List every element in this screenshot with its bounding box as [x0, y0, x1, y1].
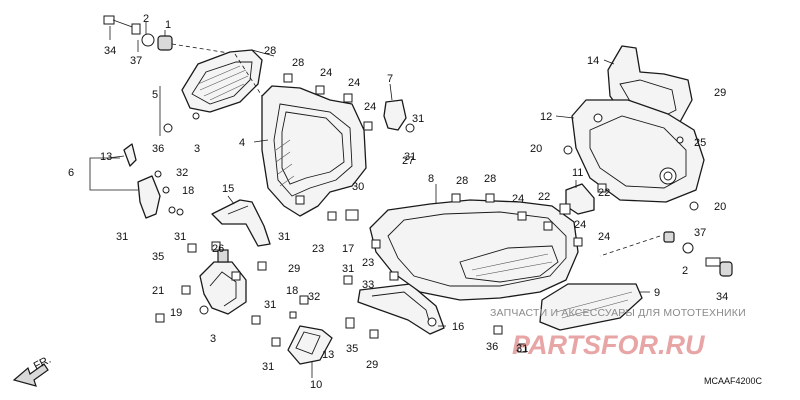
- callout-label: 22: [538, 191, 550, 203]
- callout-label: 3: [194, 143, 200, 155]
- callout-label: 31: [264, 299, 276, 311]
- bracket-10: [287, 325, 333, 365]
- callout-label: 6: [68, 167, 74, 179]
- callout-numbers: 34 2 1 37 28 28 24 24 7 14 29 5 24 31 3 …: [68, 13, 728, 391]
- callout-label: 29: [366, 359, 378, 371]
- direction-label: FR.: [32, 354, 53, 373]
- callout-label: 18: [286, 285, 298, 297]
- callout-label: 21: [152, 285, 164, 297]
- callout-label: 4: [239, 137, 245, 149]
- callout-label: 34: [104, 45, 116, 57]
- callout-label: 24: [364, 101, 376, 113]
- callout-label: 31: [262, 361, 274, 373]
- callout-label: 37: [130, 55, 142, 67]
- callout-label: 14: [587, 55, 599, 67]
- diagram-code: MCAAF4200C: [704, 376, 763, 386]
- callout-label: 16: [452, 321, 464, 333]
- callout-label: 31: [404, 151, 416, 163]
- callout-label: 37: [694, 227, 706, 239]
- air-duct-panel-5: [181, 49, 263, 113]
- stay-15: [211, 199, 271, 247]
- callout-label: 24: [598, 231, 610, 243]
- callout-label: 31: [516, 343, 528, 355]
- callout-label: 12: [540, 111, 552, 123]
- watermark-text: ЗАПЧАСТИ И АКСЕССУАРЫ ДЛЯ МОТОТЕХНИКИ: [490, 307, 746, 319]
- callout-label: 13: [322, 349, 334, 361]
- callout-label: 28: [292, 57, 304, 69]
- callout-label: 36: [486, 341, 498, 353]
- callout-label: 7: [387, 73, 393, 85]
- callout-label: 35: [346, 343, 358, 355]
- callout-label: 15: [222, 183, 234, 195]
- callout-label: 36: [152, 143, 164, 155]
- trim-strip-9: [539, 283, 643, 331]
- callout-label: 13: [100, 151, 112, 163]
- callout-label: 33: [362, 279, 374, 291]
- callout-label: 35: [152, 251, 164, 263]
- callout-label: 31: [116, 231, 128, 243]
- callout-label: 27: [402, 155, 414, 167]
- fastener-clips: [155, 73, 699, 353]
- callout-label: 5: [152, 89, 158, 101]
- callout-label: 2: [143, 13, 149, 25]
- callout-label: 8: [428, 173, 434, 185]
- callout-label: 31: [278, 231, 290, 243]
- inner-frame-4: [234, 53, 367, 217]
- callout-label: 24: [320, 67, 332, 79]
- callout-label: 2: [682, 265, 688, 277]
- callout-label: 30: [352, 181, 364, 193]
- callout-label: 31: [174, 231, 186, 243]
- callout-label: 20: [530, 143, 542, 155]
- callout-label: 32: [176, 167, 188, 179]
- bolt-assembly-right: [599, 231, 733, 277]
- bolt-assembly-top-left: [103, 15, 236, 55]
- callout-label: 17: [342, 243, 354, 255]
- callout-label: 19: [170, 307, 182, 319]
- callout-label: 25: [694, 137, 706, 149]
- bracket-13-left: [123, 143, 176, 219]
- watermark-logo: PARTSFOR.RU: [512, 330, 706, 360]
- callout-label: 32: [308, 291, 320, 303]
- callout-label: 3: [210, 333, 216, 345]
- callout-label: 24: [512, 193, 524, 205]
- lower-cover-3: [199, 249, 247, 315]
- callout-label: 26: [212, 243, 224, 255]
- front-direction-arrow: FR.: [12, 354, 53, 387]
- watermark: ЗАПЧАСТИ И АКСЕССУАРЫ ДЛЯ МОТОТЕХНИКИ PA…: [490, 307, 746, 360]
- callout-label: 20: [714, 201, 726, 213]
- callout-label: 29: [714, 87, 726, 99]
- callout-label: 24: [574, 219, 586, 231]
- callout-label: 28: [264, 45, 276, 57]
- callout-label: 31: [342, 263, 354, 275]
- callout-label: 1: [165, 19, 171, 31]
- callout-label: 31: [412, 113, 424, 125]
- bracket-7: [383, 99, 415, 133]
- callout-label: 29: [288, 263, 300, 275]
- callout-label: 11: [572, 167, 583, 179]
- callout-label: 28: [456, 175, 468, 187]
- callout-label: 9: [654, 287, 660, 299]
- callout-label: 23: [312, 243, 324, 255]
- callout-label: 34: [716, 291, 728, 303]
- leader-lines: [89, 49, 650, 378]
- callout-label: 28: [484, 173, 496, 185]
- callout-label: 18: [182, 185, 194, 197]
- middle-cowl-8: [369, 199, 579, 301]
- callout-label: 10: [310, 379, 322, 391]
- callout-label: 24: [348, 77, 360, 89]
- callout-label: 23: [362, 257, 374, 269]
- callout-label: 22: [598, 187, 610, 199]
- right-fairing-12: [571, 99, 705, 203]
